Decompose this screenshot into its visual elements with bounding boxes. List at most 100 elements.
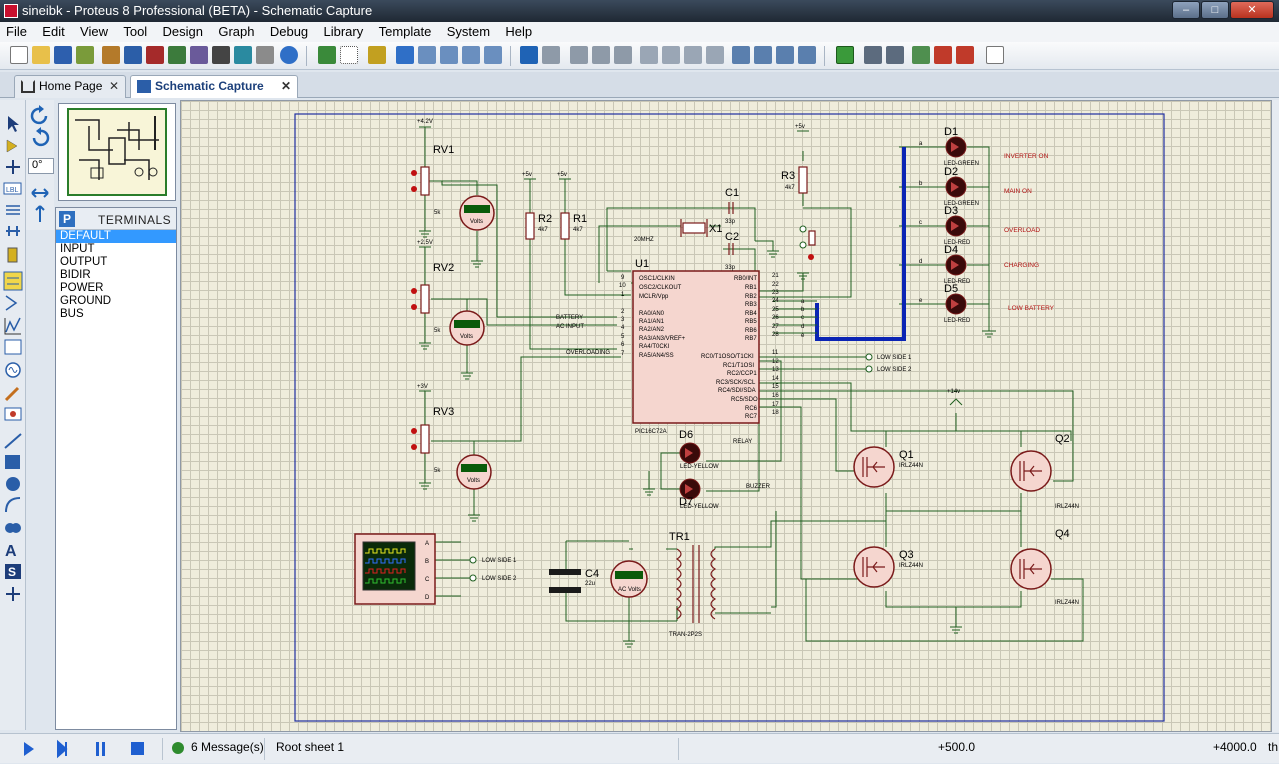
design-explorer-icon[interactable] (234, 46, 252, 64)
stop-icon[interactable] (131, 742, 144, 755)
packaging-tool-icon[interactable] (776, 46, 794, 64)
terminal-item-default[interactable]: DEFAULT (56, 230, 176, 243)
menu-help[interactable]: Help (505, 24, 533, 39)
play-icon[interactable] (24, 742, 34, 756)
cut-icon[interactable] (570, 46, 588, 64)
arc-tool-icon[interactable] (5, 497, 21, 513)
redo-icon[interactable] (542, 46, 560, 64)
virtual-instruments-icon[interactable] (4, 407, 22, 421)
new-sheet-icon[interactable] (912, 46, 930, 64)
terminal-item-bidir[interactable]: BIDIR (60, 269, 91, 281)
tab-schematic-capture[interactable]: Schematic Capture ✕ (130, 75, 298, 98)
zoom-area-icon[interactable] (484, 46, 502, 64)
generator-mode-icon[interactable] (5, 362, 21, 378)
menu-graph[interactable]: Graph (218, 24, 255, 39)
path-tool-icon[interactable] (5, 523, 21, 533)
paste-icon[interactable] (614, 46, 632, 64)
terminal-item-input[interactable]: INPUT (60, 243, 95, 255)
3d-view-icon[interactable] (190, 46, 208, 64)
symbol-tool-icon[interactable]: S (5, 564, 21, 579)
pick-device-icon[interactable] (732, 46, 750, 64)
line-tool-icon[interactable] (4, 433, 22, 449)
pick-terminal-button[interactable]: P (59, 211, 75, 227)
pan-icon[interactable] (396, 46, 414, 64)
wire-autorouter-icon[interactable] (836, 46, 854, 64)
make-device-icon[interactable] (754, 46, 772, 64)
terminal-item-output[interactable]: OUTPUT (60, 256, 108, 268)
gerber-icon[interactable] (168, 46, 186, 64)
menu-design[interactable]: Design (162, 24, 204, 39)
block-rotate-icon[interactable] (684, 46, 702, 64)
circle-tool-icon[interactable] (6, 477, 20, 491)
subcircuit-icon[interactable] (7, 247, 18, 263)
refresh-icon[interactable] (318, 46, 336, 64)
grid-toggle-icon[interactable] (340, 46, 358, 64)
terminal-item-ground[interactable]: GROUND (60, 295, 112, 307)
tape-recorder-icon[interactable] (4, 339, 22, 355)
home-page-icon[interactable] (102, 46, 120, 64)
terminal-item-bus[interactable]: BUS (60, 308, 84, 320)
remove-sheet-icon[interactable] (934, 46, 952, 64)
overview-window[interactable] (58, 103, 176, 201)
menu-template[interactable]: Template (378, 24, 432, 39)
menu-system[interactable]: System (446, 24, 491, 39)
voltage-probe-icon[interactable] (4, 386, 20, 402)
tab-home-page[interactable]: Home Page ✕ (14, 75, 126, 98)
new-file-icon[interactable] (10, 46, 28, 64)
block-move-icon[interactable] (662, 46, 680, 64)
terminal-item-power[interactable]: POWER (60, 282, 104, 294)
menu-file[interactable]: File (6, 24, 27, 39)
component-mode-icon[interactable] (6, 139, 18, 153)
exit-to-parent-icon[interactable] (956, 46, 974, 64)
close-button[interactable]: ✕ (1230, 1, 1274, 19)
step-icon[interactable] (57, 739, 68, 759)
zoom-out-icon[interactable] (440, 46, 458, 64)
wire-label-icon[interactable]: LBL (3, 182, 22, 195)
save-icon[interactable] (54, 46, 72, 64)
schematic-canvas[interactable]: RV1 RV2 RV3 R2 R1 R3 C1 C2 X1 U1 C4 TR1 … (180, 100, 1272, 732)
x-mirror-icon[interactable] (31, 188, 49, 198)
property-assignment-icon[interactable] (886, 46, 904, 64)
schematic-icon[interactable] (124, 46, 142, 64)
maximize-button[interactable]: □ (1201, 1, 1229, 19)
box-tool-icon[interactable] (5, 455, 20, 469)
decompose-icon[interactable] (798, 46, 816, 64)
menu-debug[interactable]: Debug (269, 24, 309, 39)
rotate-anticlockwise-icon[interactable] (32, 127, 50, 147)
close-tab-icon[interactable]: ✕ (280, 79, 291, 93)
text-script-icon[interactable] (6, 205, 20, 215)
close-tab-icon[interactable]: ✕ (108, 79, 119, 93)
help-icon[interactable] (280, 46, 298, 64)
minimize-button[interactable]: – (1172, 1, 1200, 19)
junction-dot-icon[interactable] (6, 160, 20, 174)
undo-icon[interactable] (520, 46, 538, 64)
origin-icon[interactable] (368, 46, 386, 64)
graph-mode-icon[interactable] (4, 317, 21, 335)
block-delete-icon[interactable] (706, 46, 724, 64)
buses-icon[interactable] (6, 226, 20, 236)
selection-mode-icon[interactable] (8, 116, 19, 132)
terminals-mode-icon[interactable] (3, 271, 23, 291)
menu-edit[interactable]: Edit (42, 24, 65, 39)
text-tool-icon[interactable]: A (5, 543, 17, 560)
messages-count[interactable]: 6 Message(s) (191, 740, 264, 754)
rotate-clockwise-icon[interactable] (30, 105, 48, 125)
pause-icon[interactable] (96, 742, 105, 756)
search-tag-icon[interactable] (864, 46, 882, 64)
open-folder-icon[interactable] (32, 46, 50, 64)
zoom-all-icon[interactable] (462, 46, 480, 64)
import-icon[interactable] (76, 46, 94, 64)
marker-tool-icon[interactable] (6, 587, 20, 601)
device-pins-icon[interactable] (5, 295, 18, 311)
menu-tool[interactable]: Tool (123, 24, 148, 39)
netlist-icon[interactable] (986, 46, 1004, 64)
menu-view[interactable]: View (80, 24, 108, 39)
block-copy-icon[interactable] (640, 46, 658, 64)
menu-library[interactable]: Library (323, 24, 364, 39)
y-mirror-icon[interactable] (35, 205, 45, 222)
zoom-in-icon[interactable] (418, 46, 436, 64)
rotation-angle-field[interactable]: 0° (28, 158, 54, 174)
bom-icon[interactable] (212, 46, 230, 64)
copy-icon[interactable] (592, 46, 610, 64)
vertical-scrollbar[interactable] (1272, 100, 1279, 732)
